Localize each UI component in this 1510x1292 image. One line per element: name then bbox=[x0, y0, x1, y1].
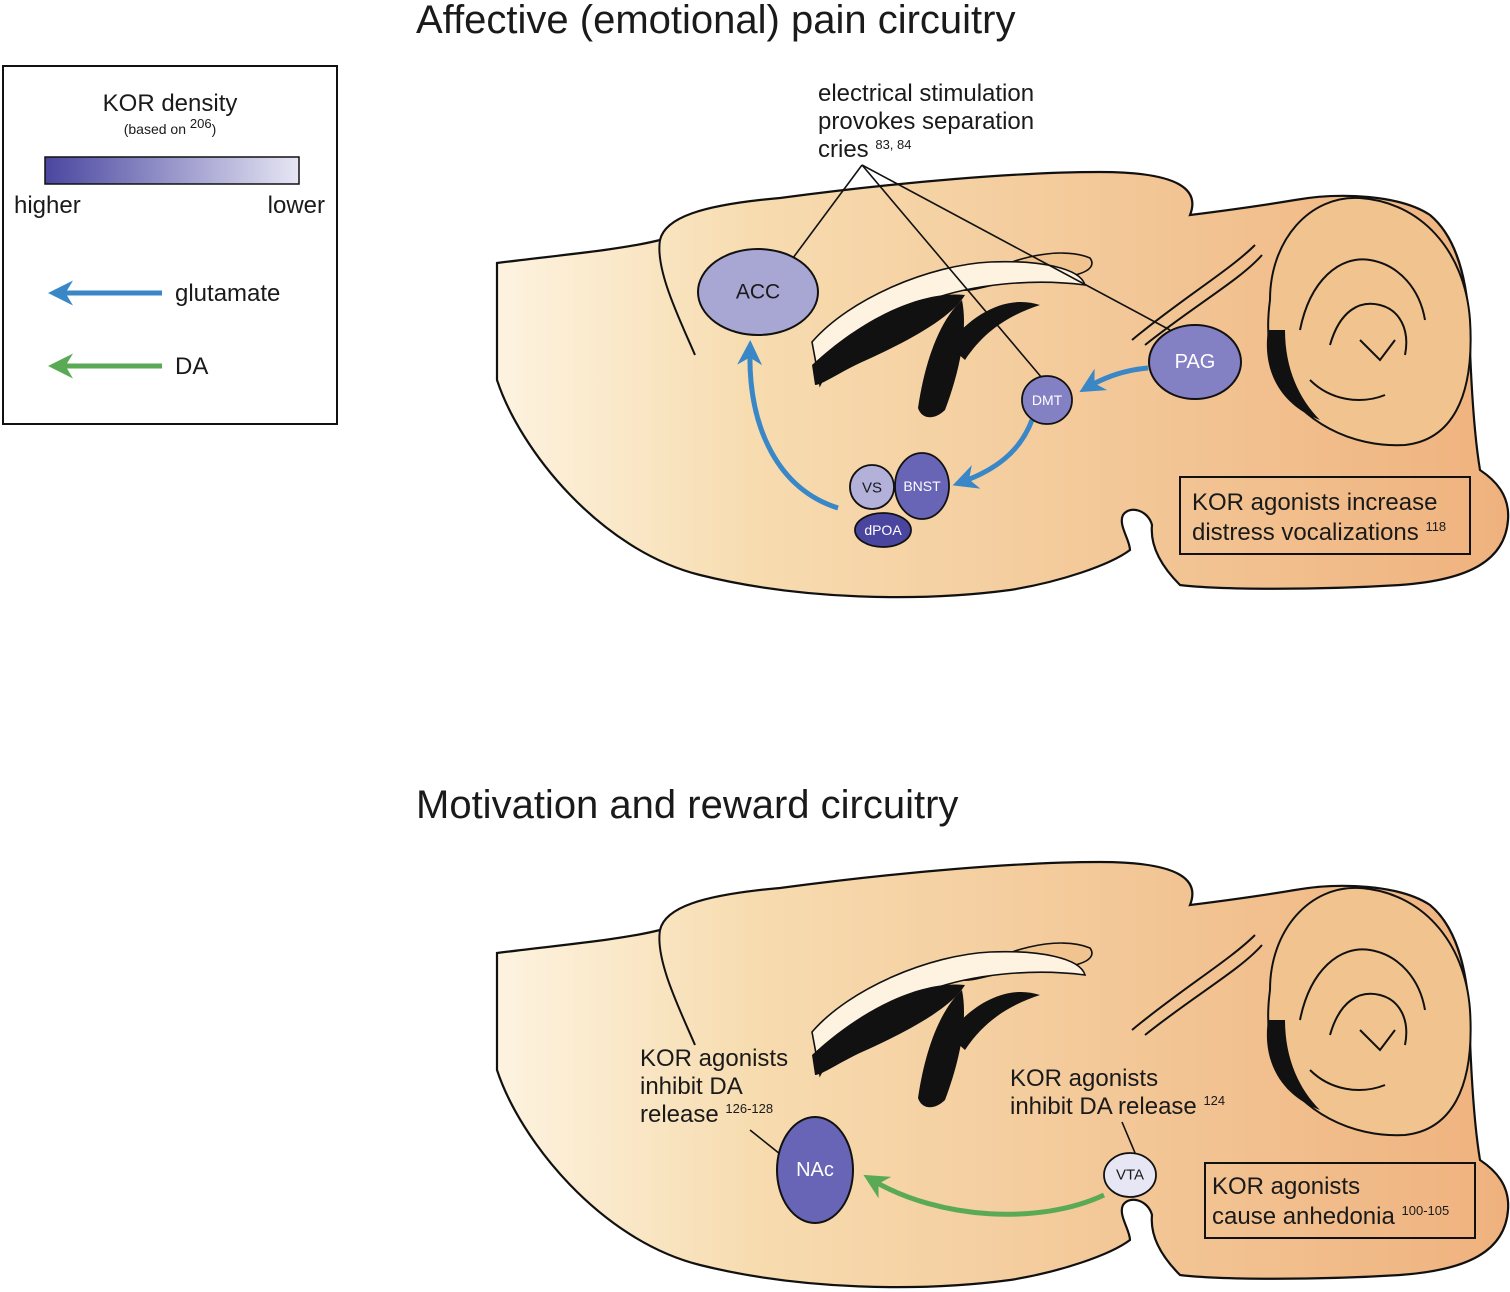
panel-affective: Affective (emotional) pain circuitry ele… bbox=[416, 0, 1510, 599]
node-nac bbox=[776, 1116, 854, 1224]
legend-title: KOR density bbox=[103, 90, 238, 117]
node-bnst-label: BNST bbox=[903, 478, 941, 494]
bottom-result-box bbox=[1204, 1162, 1476, 1239]
node-dmt-label: DMT bbox=[1032, 392, 1063, 408]
legend-ref: 206 bbox=[190, 116, 212, 131]
node-nac-label: NAc bbox=[796, 1159, 834, 1181]
node-pag bbox=[1148, 324, 1242, 400]
top-result-text: KOR agonists increase distress vocalizat… bbox=[1192, 489, 1446, 546]
node-dpoa bbox=[854, 512, 912, 548]
node-bnst bbox=[894, 452, 950, 520]
scale-higher-label: higher bbox=[14, 192, 81, 219]
node-vs bbox=[849, 464, 895, 510]
glutamate-arrow-bnst bbox=[952, 419, 1035, 489]
top-result-ref: 118 bbox=[1425, 519, 1446, 534]
node-vta-label: VTA bbox=[1116, 1167, 1144, 1184]
bottom-result-ref: 100-105 bbox=[1402, 1203, 1450, 1218]
da-label: DA bbox=[175, 353, 208, 380]
node-pag-label: PAG bbox=[1175, 351, 1216, 373]
node-acc-label: ACC bbox=[736, 281, 780, 304]
glutamate-arrow-dmt bbox=[1079, 365, 1149, 393]
legend-frame bbox=[2, 65, 338, 425]
legend-subtitle: (based on 206) bbox=[124, 116, 217, 137]
glutamate-arrow-acc bbox=[737, 340, 839, 511]
top-result-box bbox=[1179, 476, 1471, 555]
panel-top-title: Affective (emotional) pain circuitry bbox=[416, 0, 1016, 42]
da-arrow-vta-nac bbox=[863, 1174, 1106, 1217]
stim-note: electrical stimulation provokes separati… bbox=[818, 80, 1041, 163]
kor-density-scale bbox=[44, 156, 300, 185]
node-vta bbox=[1103, 1152, 1157, 1198]
glutamate-label: glutamate bbox=[175, 280, 280, 307]
legend: KOR density (based on 206) higher lower … bbox=[2, 65, 338, 425]
node-dmt bbox=[1021, 375, 1073, 425]
node-acc bbox=[697, 248, 819, 336]
scale-lower-label: lower bbox=[268, 192, 325, 219]
vta-note: KOR agonists inhibit DA release 124 bbox=[1010, 1065, 1225, 1120]
nac-note: KOR agonists inhibit DA release 126-128 bbox=[640, 1045, 795, 1128]
node-dpoa-label: dPOA bbox=[864, 522, 902, 538]
panel-bottom-title: Motivation and reward circuitry bbox=[416, 783, 958, 827]
panel-reward: Motivation and reward circuitry KOR agon… bbox=[416, 783, 1510, 1289]
bottom-result-text: KOR agonists cause anhedonia 100-105 bbox=[1212, 1173, 1449, 1230]
stim-lines bbox=[786, 164, 1171, 379]
vta-note-ref: 124 bbox=[1203, 1093, 1225, 1108]
stim-ref: 83, 84 bbox=[875, 137, 911, 152]
nac-note-ref: 126-128 bbox=[725, 1101, 773, 1116]
node-vs-label: VS bbox=[862, 480, 882, 497]
